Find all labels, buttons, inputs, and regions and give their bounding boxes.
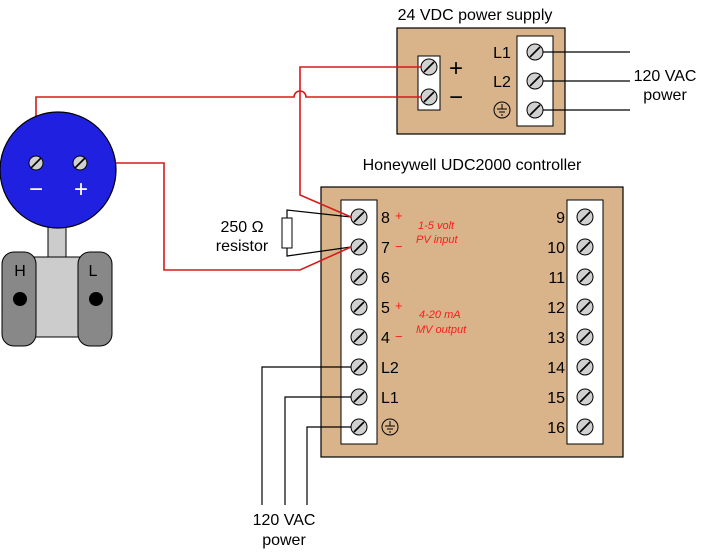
high-port-icon bbox=[13, 292, 27, 306]
terminal-6-label: 6 bbox=[381, 270, 390, 287]
terminal-ground-screw[interactable] bbox=[350, 418, 368, 436]
terminal-l2-screw[interactable] bbox=[350, 358, 368, 376]
pv-note-line2: PV input bbox=[416, 234, 459, 246]
terminal-4-screw[interactable] bbox=[350, 328, 368, 346]
terminal-16-screw[interactable] bbox=[576, 418, 594, 436]
terminal-13-screw[interactable] bbox=[576, 328, 594, 346]
ps-l1-screw-terminal[interactable] bbox=[526, 43, 544, 61]
controller-right-terminal-strip bbox=[566, 199, 604, 445]
controller-ground-icon bbox=[381, 418, 399, 436]
resistor-label-line2: resistor bbox=[216, 238, 269, 255]
low-port-label: L bbox=[89, 263, 98, 280]
terminal-15-screw[interactable] bbox=[576, 388, 594, 406]
terminal-11-label: 11 bbox=[548, 270, 565, 287]
controller-l2-wire bbox=[261, 366, 351, 505]
mv-note-line1: 4-20 mA bbox=[419, 309, 461, 321]
terminal-10-label: 10 bbox=[547, 240, 565, 257]
low-port-icon bbox=[89, 292, 103, 306]
transmitter-head bbox=[0, 111, 117, 229]
controller-ac-label-line2: power bbox=[262, 532, 306, 549]
ps-ac-label-line2: power bbox=[643, 87, 687, 104]
terminal-10-screw[interactable] bbox=[576, 238, 594, 256]
terminal-9-label: 9 bbox=[556, 210, 565, 227]
transmitter-plus-screw[interactable] bbox=[72, 155, 88, 171]
dc-plus-screw-terminal[interactable] bbox=[420, 58, 438, 76]
terminal-l1-screw[interactable] bbox=[350, 388, 368, 406]
controller-ground-wire bbox=[306, 426, 351, 505]
high-port-label: H bbox=[14, 263, 26, 280]
terminal-15-label: 15 bbox=[547, 390, 565, 407]
transmitter-plus-to-terminal-7-wire bbox=[86, 162, 352, 271]
terminal-4-label: 4 bbox=[381, 330, 390, 347]
terminal-16-label: 16 bbox=[547, 420, 565, 437]
dc-minus-screw-terminal[interactable] bbox=[420, 88, 438, 106]
power-supply-title: 24 VDC power supply bbox=[398, 7, 553, 24]
controller-title: Honeywell UDC2000 controller bbox=[363, 157, 582, 174]
transmitter-minus-screw[interactable] bbox=[28, 155, 44, 171]
terminal-12-label: 12 bbox=[547, 300, 565, 317]
transmitter-minus-label: − bbox=[29, 176, 43, 203]
resistor-top-lead bbox=[286, 209, 352, 218]
terminal-14-label: 14 bbox=[547, 360, 565, 377]
mv-plus-sign: + bbox=[395, 298, 403, 313]
mv-minus-sign: − bbox=[395, 329, 403, 344]
controller-l1-wire bbox=[284, 396, 351, 505]
terminal-5-label: 5 bbox=[381, 300, 390, 317]
terminal-7-label: 7 bbox=[381, 240, 390, 257]
mv-note-line2: MV output bbox=[416, 324, 467, 336]
pv-minus-sign: − bbox=[395, 239, 403, 254]
terminal-l1-label: L1 bbox=[381, 390, 399, 407]
controller-left-terminal-strip bbox=[340, 199, 378, 445]
ps-ac-label-line1: 120 VAC bbox=[634, 68, 697, 85]
resistor-bottom-lead bbox=[286, 246, 352, 257]
terminal-8-screw[interactable] bbox=[350, 208, 368, 226]
terminal-9-screw[interactable] bbox=[576, 208, 594, 226]
resistor-label-line1: 250 Ω bbox=[220, 219, 263, 236]
terminal-5-screw[interactable] bbox=[350, 298, 368, 316]
ps-minus-to-transmitter-minus-wire bbox=[35, 90, 421, 158]
pv-plus-sign: + bbox=[395, 208, 403, 223]
controller-ac-label-line1: 120 VAC bbox=[253, 512, 316, 529]
ps-l1-label: L1 bbox=[493, 45, 511, 62]
ps-ground-icon bbox=[493, 101, 511, 119]
pv-note-line1: 1-5 volt bbox=[418, 220, 455, 232]
terminal-14-screw[interactable] bbox=[576, 358, 594, 376]
terminal-12-screw[interactable] bbox=[576, 298, 594, 316]
terminal-6-screw[interactable] bbox=[350, 268, 368, 286]
dc-plus-label: + bbox=[449, 55, 463, 82]
terminal-8-label: 8 bbox=[381, 210, 390, 227]
ps-l2-label: L2 bbox=[493, 74, 511, 91]
resistor-body bbox=[281, 217, 293, 249]
terminal-11-screw[interactable] bbox=[576, 268, 594, 286]
terminal-7-screw[interactable] bbox=[350, 238, 368, 256]
ps-plus-to-terminal-8-wire bbox=[299, 66, 421, 218]
ps-ground-screw-terminal[interactable] bbox=[526, 101, 544, 119]
terminal-l2-label: L2 bbox=[381, 360, 399, 377]
transmitter-plus-label: + bbox=[74, 176, 88, 203]
dc-minus-label: − bbox=[449, 84, 463, 111]
terminal-13-label: 13 bbox=[547, 330, 565, 347]
ps-l2-screw-terminal[interactable] bbox=[526, 72, 544, 90]
